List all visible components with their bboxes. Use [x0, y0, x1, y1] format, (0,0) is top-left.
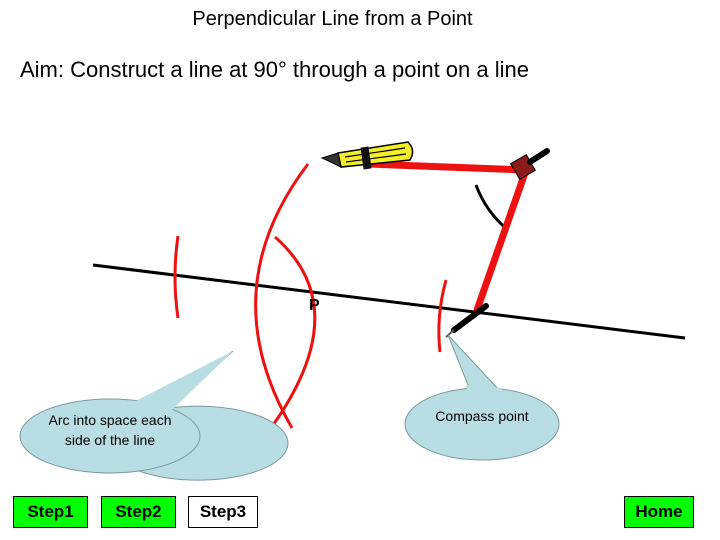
home-button[interactable]: Home [624, 496, 694, 528]
arc-mark-left [173, 235, 180, 319]
big-arc-right [266, 235, 317, 433]
step1-button[interactable]: Step1 [13, 496, 88, 528]
big-arc-left [254, 163, 310, 429]
compass-arm-top [364, 160, 530, 174]
callout-compass-join [466, 385, 503, 400]
callout-arc-ellipse [19, 398, 201, 474]
point-p-label: P [309, 297, 320, 314]
callout-compass-tail [447, 334, 502, 392]
compass-hinge [510, 148, 550, 180]
callout-arc-tail [128, 351, 233, 410]
arc-mark-right [437, 279, 448, 353]
step2-button[interactable]: Step2 [101, 496, 176, 528]
compass-arm-leg [473, 166, 530, 314]
page-title: Perpendicular Line from a Point [192, 8, 473, 30]
callout-compass-text: Compass point [435, 408, 529, 424]
step3-button[interactable]: Step3 [188, 496, 258, 528]
compass-swing-arc [474, 184, 509, 232]
pencil-icon [320, 141, 414, 170]
compass-needle [445, 303, 489, 338]
base-line [92, 263, 686, 340]
aim-text: Aim: Construct a line at 90° through a p… [20, 57, 529, 82]
callout-arc-text: Arc into space each side of the line [48, 412, 172, 448]
